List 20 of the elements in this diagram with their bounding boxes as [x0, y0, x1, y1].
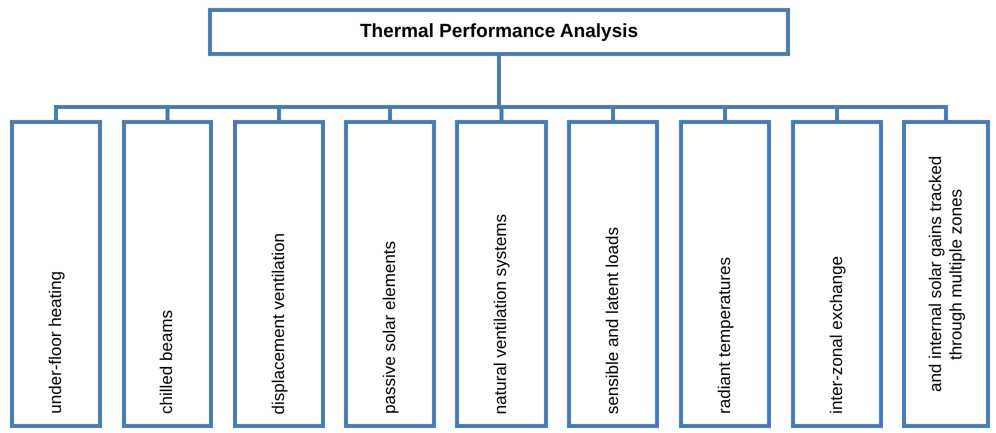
- topic-box: [344, 120, 436, 428]
- topic-box: [567, 120, 659, 428]
- topic-label: and internal solar gains tracked through multiple zones: [926, 154, 966, 394]
- topic-label: sensible and latent loads: [602, 226, 623, 414]
- topic-box: [233, 120, 325, 428]
- topic-box: [455, 120, 548, 428]
- topic-box: [791, 120, 883, 428]
- topic-label: under-floor heating: [46, 271, 66, 414]
- topic-box: [10, 120, 102, 428]
- topic-label: chilled beams: [157, 310, 178, 414]
- topic-label: passive solar elements: [380, 241, 400, 414]
- topic-label: inter-zonal exchange: [826, 256, 847, 414]
- title-text: Thermal Performance Analysis: [360, 21, 638, 43]
- topic-box: [679, 120, 771, 428]
- topic-box: [902, 120, 990, 428]
- topic-box: [122, 120, 213, 428]
- topic-label: displacement ventilation: [268, 232, 289, 414]
- topic-label: radiant temperatures: [714, 257, 735, 414]
- title-box: [208, 8, 790, 56]
- topic-label: natural ventilation systems: [491, 214, 512, 414]
